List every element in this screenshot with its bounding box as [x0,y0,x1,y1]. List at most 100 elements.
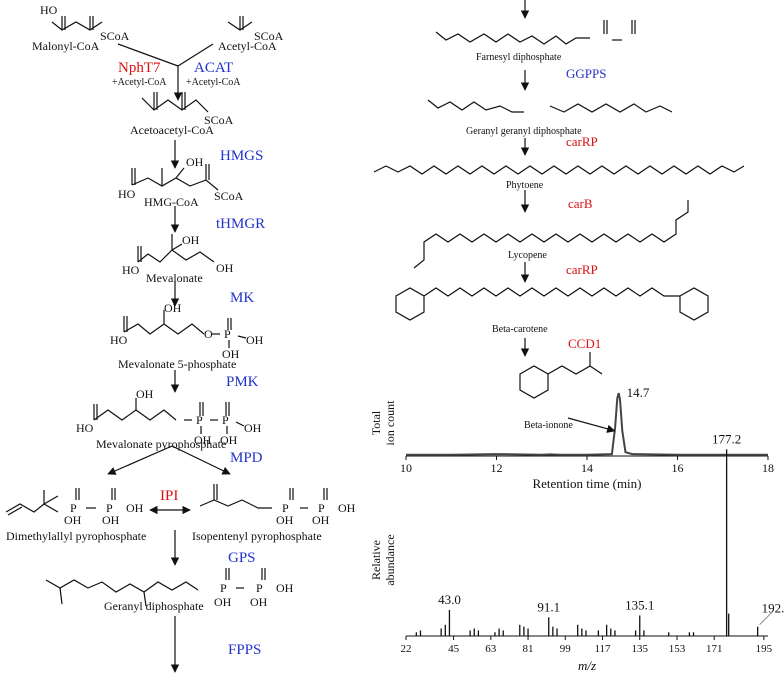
atom-ho: HO [118,187,136,201]
enzyme-ggpps: GGPPS [566,66,606,81]
atom-oh: OH [220,433,238,447]
compound-beta-carotene: Beta-carotene [492,324,548,335]
gc-peak-compound-label: Beta-ionone [524,420,573,431]
ms-y-axis-title-line2: abundance [383,534,397,585]
atom-p: P [70,501,77,515]
mevalonate-structure [137,234,215,263]
left-enzymes: NphT7 ACAT +Acetyl-CoA +Acetyl-CoA HMGS … [112,60,265,658]
gc-y-axis-title-line1: Total [369,410,383,435]
ms-x-tick-label: 195 [756,643,773,655]
lycopene-structure [413,200,689,269]
converge-line-left [117,43,179,67]
ms-x-tick-label: 81 [523,643,534,655]
acetyl-note-1: +Acetyl-CoA [112,77,167,88]
enzyme-fpps: FPPS [228,642,261,658]
atom-ho: HO [76,421,94,435]
compound-acetyl-coa: Acetyl-CoA [218,39,277,53]
enzyme-mk: MK [230,290,254,306]
gpp-structure [45,568,266,607]
gc-x-tick-label: 12 [491,461,503,475]
atom-scoa: SCoA [214,189,244,203]
ms-x-tick-label: 135 [631,643,648,655]
atom-oh: OH [102,513,120,527]
ggpp-structure [427,99,524,113]
compound-phytoene: Phytoene [506,180,544,191]
atom-scoa: SCoA [204,113,234,127]
enzyme-carb: carB [568,196,593,211]
atom-p: P [106,501,113,515]
enzyme-ccd1: CCD1 [568,336,601,351]
mevalonate-5p-structure [123,310,247,348]
atom-oh: OH [244,421,262,435]
ms-peak-label: 192.2 [762,601,784,616]
hmg-coa-structure [131,164,219,191]
atom-ho: HO [110,333,128,347]
arrow-to-dmapp [107,445,173,475]
gc-x-tick-label: 10 [400,461,412,475]
ms-x-tick-label: 117 [594,643,611,655]
gc-x-tick-label: 18 [762,461,774,475]
ms-x-tick-label: 99 [560,643,572,655]
enzyme-mpd: MPD [230,450,263,466]
atom-oh: OH [250,595,268,609]
compound-hmg-coa: HMG-CoA [144,195,199,209]
atom-oh: OH [214,595,232,609]
atom-oh: OH [136,387,154,401]
atom-oh: OH [164,301,182,315]
atom-oh: OH [216,261,234,275]
compound-acetoacetyl-coa: Acetoacetyl-CoA [130,123,214,137]
ipp-structure [199,484,328,509]
gc-trace-line [406,392,768,456]
malonyl-coa-structure [51,16,103,31]
compound-ggpp: Geranyl geranyl diphosphate [466,126,582,137]
ms-peak-label: 43.0 [438,592,461,607]
ms-peak-label: 177.2 [712,431,741,446]
enzyme-pmk: PMK [226,374,259,390]
ms-x-tick-label: 63 [485,643,497,655]
mevalonate-pp-structure [93,398,245,434]
ms-y-axis-title-line1: Relative [369,540,383,580]
enzyme-carrp-1: carRP [566,134,598,149]
acetyl-note-2: +Acetyl-CoA [186,77,241,88]
acetoacetyl-coa-structure [141,92,209,113]
atom-oh: OH [186,155,204,169]
compound-mevalonate-pp: Mevalonate pyrophosphate [96,437,226,451]
atom-p: P [196,413,203,427]
atom-oh: OH [182,233,200,247]
atom-oh: OH [338,501,356,515]
beta-ionone-structure [519,352,603,399]
atom-oh: OH [64,513,82,527]
enzyme-acat: ACAT [194,60,233,76]
atom-p: P [318,501,325,515]
compound-dmapp: Dimethylallyl pyrophosphate [6,529,146,543]
enzyme-carrp-2: carRP [566,262,598,277]
atom-p: P [224,327,231,341]
right-pathway [373,0,745,399]
compound-mevalonate: Mevalonate [146,271,203,285]
atom-oh: OH [126,501,144,515]
ms-x-tick-label: 153 [669,643,686,655]
atom-p: P [256,581,263,595]
enzyme-gps: GPS [228,550,256,566]
enzyme-ipi: IPI [160,488,178,504]
left-pathway [5,16,328,673]
atom-o: O [204,327,213,341]
gc-y-axis-title-line2: ion count [383,400,397,446]
ms-peak-192-pointer [759,612,773,626]
atom-ho: HO [122,263,140,277]
atom-oh: OH [276,581,294,595]
ms-x-tick-label: 22 [401,643,412,655]
right-labels: Farnesyl diphosphate Geranyl geranyl dip… [466,52,582,335]
atom-oh: HO [40,3,58,17]
gc-x-tick-label: 14 [581,461,593,475]
atom-oh: OH [312,513,330,527]
phytoene-structure [373,165,745,175]
enzyme-hmgs: HMGS [220,148,263,164]
atom-scoa: SCoA [254,29,284,43]
dmapp-structure [5,488,116,516]
compound-gpp: Geranyl diphosphate [104,599,204,613]
atom-oh: OH [222,347,240,361]
